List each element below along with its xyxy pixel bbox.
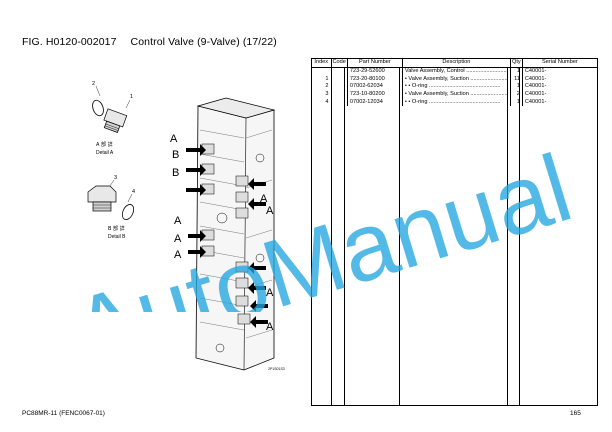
footer-model: PC88MR-11 (FENC0067-01): [22, 410, 105, 417]
cell-part-number: 723-10-80200: [347, 90, 403, 99]
header-code: Code: [331, 59, 348, 68]
cell-qty: 1: [510, 83, 523, 91]
o-ring-part-4: [121, 204, 135, 220]
cell-code: [331, 98, 348, 106]
table-row: 3 723-10-80200 • Valve Assembly, Suction…: [312, 90, 597, 99]
cell-index: 1: [312, 75, 332, 84]
cell-code: [331, 67, 348, 76]
detail-a-label-jp: A 部 詳: [96, 141, 113, 148]
header-qty: Qty: [510, 59, 523, 68]
header-serial: Serial Number: [522, 59, 597, 68]
cell-part-number: 723-20-80100: [347, 75, 403, 84]
arrow-icon: [186, 164, 206, 176]
cell-description: • Valve Assembly, Suction ..............…: [402, 90, 511, 99]
table-row: 723-29-52600 Valve Assembly, Control ...…: [312, 67, 597, 76]
valve-block: [195, 97, 276, 371]
detail-b-label-jp: B 部 詳: [108, 225, 125, 232]
page-number: 165: [570, 410, 581, 417]
drawing-code: 2P1S01S3: [268, 367, 285, 371]
callout-arrows: A B B A A A A A A A: [170, 133, 274, 333]
mark-4: 4: [132, 189, 135, 195]
o-ring-part-2: [92, 99, 104, 117]
cell-serial: C40001-: [524, 75, 547, 82]
callout-b-2: B: [172, 167, 179, 179]
mark-2: 2: [92, 81, 95, 87]
cell-index: 4: [312, 98, 332, 106]
cell-code: [331, 83, 348, 91]
figure-caption: Control Valve (9-Valve) (17/22): [130, 36, 277, 48]
cell-part-number: 07002-12034: [347, 98, 403, 106]
cell-index: 2: [312, 83, 332, 91]
callout-b-1: B: [172, 149, 179, 161]
cell-part-number: 07002-62034: [347, 83, 403, 91]
cell-description: • • O-ring .............................…: [402, 83, 511, 91]
arrow-icon: [188, 230, 206, 242]
figure-title: FIG. H0120-002017 Control Valve (9-Valve)…: [22, 36, 277, 48]
table-row: 1 723-20-80100 • Valve Assembly, Suction…: [312, 75, 597, 84]
header-description: Description: [402, 59, 511, 68]
header-part-number: Part Number: [347, 59, 403, 68]
callout-a-3: A: [266, 205, 274, 217]
arrow-icon: [250, 316, 268, 328]
detail-a: 2 1 A 部 詳 Detail A: [92, 81, 133, 156]
arrow-icon: [248, 198, 266, 210]
parts-table: Index Code Part Number Description Qty S…: [311, 58, 598, 406]
detail-b-label: Detail B: [108, 234, 126, 240]
detail-b: 3 4 B 部 詳 Detail B: [87, 175, 135, 240]
callout-a-5: A: [174, 233, 182, 245]
arrow-icon: [250, 300, 268, 312]
callout-a-2: A: [260, 193, 268, 205]
table-row: 4 07002-12034 • • O-ring ...............…: [312, 98, 597, 106]
callout-a-1: A: [170, 133, 178, 145]
arrow-icon: [248, 178, 266, 190]
suction-valve-part-1: [103, 108, 128, 133]
suction-valve-part-3: [87, 185, 117, 212]
arrow-icon: [248, 262, 266, 274]
cell-qty: 2: [510, 90, 523, 99]
cell-code: [331, 90, 348, 99]
cell-qty: 1: [510, 67, 523, 76]
cell-description: • • O-ring .............................…: [402, 98, 511, 106]
callout-a-4: A: [174, 215, 182, 227]
cell-qty: 11: [510, 75, 523, 84]
control-valve-drawing: 2 1 A 部 詳 Detail A 3 4 B 部 詳 Detail B: [87, 81, 285, 371]
cell-index: [312, 67, 332, 76]
table-row: 2 07002-62034 • • O-ring ...............…: [312, 83, 597, 91]
figure-number: FIG. H0120-002017: [22, 36, 117, 48]
cell-description: • Valve Assembly, Suction ..............…: [402, 75, 511, 84]
cell-index: 3: [312, 90, 332, 99]
arrow-icon: [186, 144, 206, 156]
callout-a-8: A: [266, 321, 274, 333]
table-header: Index Code Part Number Description Qty S…: [312, 59, 597, 68]
mark-1: 1: [130, 94, 133, 100]
cell-description: Valve Assembly, Control ................…: [402, 67, 511, 76]
mark-3: 3: [114, 175, 117, 181]
callout-a-6: A: [174, 249, 182, 261]
arrow-icon: [248, 282, 266, 294]
cell-code: [331, 75, 348, 84]
detail-a-label: Detail A: [96, 150, 114, 156]
cell-serial: C40001-: [524, 98, 547, 105]
cell-serial: C40001-: [524, 68, 547, 75]
cell-serial: C40001-: [524, 90, 547, 97]
callout-a-7: A: [266, 287, 274, 299]
header-index: Index: [312, 59, 332, 68]
cell-serial: C40001-: [524, 83, 547, 90]
cell-qty: 1: [510, 98, 523, 106]
arrow-icon: [188, 246, 206, 258]
cell-part-number: 723-29-52600: [347, 67, 403, 76]
arrow-icon: [186, 184, 206, 196]
